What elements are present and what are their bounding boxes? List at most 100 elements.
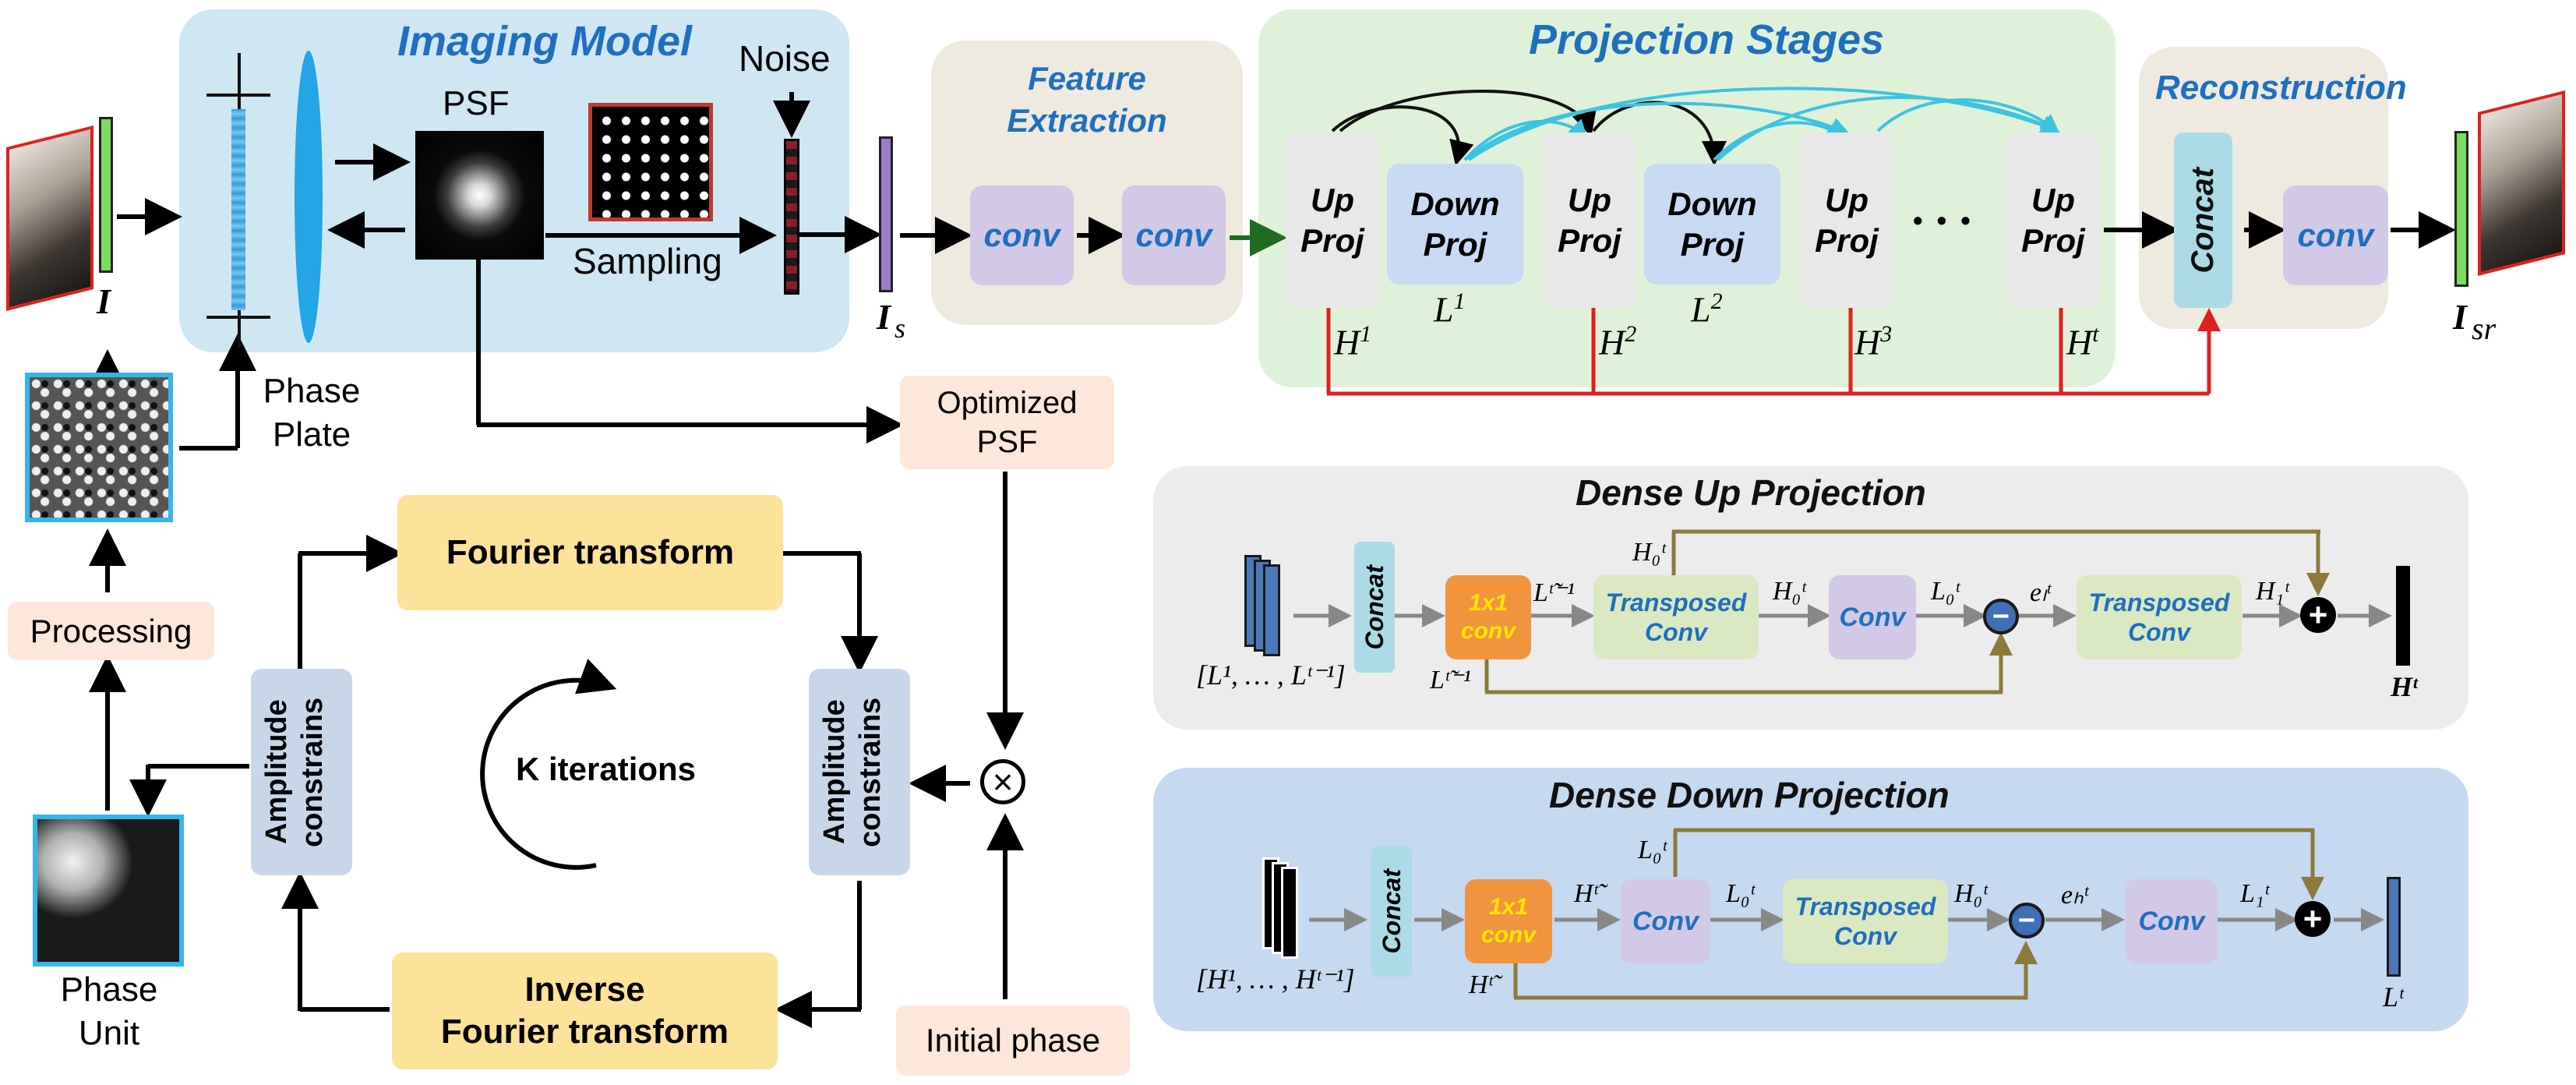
dense-down-lbl-htilde-bottom: Hᵗ̃ <box>1469 970 1493 999</box>
h1-label: H1 <box>1334 321 1371 362</box>
dense-down-lbl-eh: eₕᵗ <box>2061 881 2088 910</box>
feature-title-line1: Feature <box>1028 59 1146 97</box>
dense-down-transposed-line1: Transposed <box>1794 892 1936 921</box>
phase-plate-surface <box>231 109 245 310</box>
up-proj-2-line1: Up <box>1568 181 1611 218</box>
up-proj-3-line2: Proj <box>1815 221 1879 259</box>
dense-up-output-label: Hᵗ <box>2391 671 2418 702</box>
amplitude-constrains-right-box: Amplitude constrains <box>809 669 910 875</box>
down-proj-2-line1: Down <box>1667 185 1757 222</box>
dense-down-1x1conv-box: 1x1 conv <box>1465 879 1552 963</box>
phase-unit-line1: Phase <box>60 970 158 1009</box>
dense-down-input-label: [H¹, … , Hᵗ⁻¹] <box>1196 963 1355 995</box>
amplitude-left-label: Amplitude constrains <box>260 697 329 847</box>
dense-up-lbl-h1: H₁ᵗ <box>2256 577 2289 606</box>
dense-down-plus-icon: + <box>2295 901 2331 937</box>
sampling-grid-image <box>588 103 713 221</box>
up-proj-t-box: Up Proj <box>2006 133 2100 308</box>
up-proj-t-line1: Up <box>2031 181 2075 218</box>
up-proj-1-line1: Up <box>1311 181 1354 218</box>
inverse-fourier-line2: Fourier transform <box>440 1013 729 1051</box>
feature-title-line2: Extraction <box>1007 101 1167 139</box>
sampling-label: Sampling <box>573 241 722 281</box>
dense-up-output-bar <box>2396 566 2410 666</box>
up-proj-1-line2: Proj <box>1300 221 1364 259</box>
l1-sup: 1 <box>1453 288 1466 314</box>
amplitude-constrains-left-box: Amplitude constrains <box>251 669 352 875</box>
dense-down-lbl-l0-mid: L₀ᵗ <box>1726 879 1755 908</box>
phase-plate-cap-bottom <box>206 316 270 319</box>
recon-concat-label: Concat <box>2186 167 2220 274</box>
ht-main: H <box>2066 322 2093 362</box>
h1-sup: 1 <box>1360 321 1372 347</box>
phase-unit-label: Phase Unit <box>31 965 187 1058</box>
fe-conv2-box: conv <box>1122 186 1226 285</box>
dense-down-lbl-h0: H₀ᵗ <box>1954 879 1988 908</box>
is-label-sub: s <box>895 313 906 344</box>
dense-up-1x1-line2: conv <box>1460 618 1516 644</box>
up-proj-1-box: Up Proj <box>1286 133 1379 308</box>
dense-up-1x1-line1: 1x1 <box>1468 590 1509 616</box>
input-label: I <box>97 281 111 321</box>
phase-unit-line2: Unit <box>78 1014 140 1052</box>
phase-plate-pattern-image <box>25 373 173 522</box>
h2-main: H <box>1599 322 1625 362</box>
dense-up-concat-label: Concat <box>1360 564 1389 650</box>
recon-concat-box: Concat <box>2174 133 2232 308</box>
dense-down-1x1-line1: 1x1 <box>1488 894 1529 920</box>
isr-feature-bar <box>2454 131 2468 287</box>
fe-conv1-box: conv <box>970 186 1074 285</box>
l1-main: L <box>1434 289 1454 330</box>
dense-up-conv-box: Conv <box>1829 575 1916 659</box>
dense-down-title: Dense Down Projection <box>1549 775 1950 815</box>
dense-down-conv1-box: Conv <box>1621 879 1710 963</box>
reconstruction-title: Reconstruction <box>2155 69 2407 107</box>
down-proj-2-line2: Proj <box>1680 225 1745 263</box>
ht-sup: t <box>2092 321 2099 347</box>
up-proj-t-line2: Proj <box>2021 221 2085 259</box>
ht-label: Ht <box>2066 321 2099 362</box>
k-iterations-label: K iterations <box>516 751 697 787</box>
dense-up-transposed1-line1: Transposed <box>1605 588 1747 617</box>
h3-main: H <box>1854 322 1881 362</box>
up-proj-2-box: Up Proj <box>1543 133 1636 308</box>
input-feature-bar <box>99 117 113 273</box>
h2-label: H2 <box>1599 321 1636 362</box>
dense-down-conv2-box: Conv <box>2126 879 2218 963</box>
lens-shape <box>295 51 323 343</box>
psf-label: PSF <box>443 84 510 122</box>
is-label-main: I <box>877 297 891 337</box>
l2-main: L <box>1691 289 1711 330</box>
dense-down-concat-box: Concat <box>1371 846 1412 977</box>
dense-down-lbl-htilde-top: Hᵗ̃ <box>1574 879 1598 908</box>
phase-plate-label: Phase Plate <box>234 366 390 460</box>
dense-up-lbl-l0: L₀ᵗ <box>1931 577 1960 606</box>
down-proj-1-box: Down Proj <box>1387 164 1523 285</box>
dense-down-transposed-line2: Conv <box>1834 922 1897 950</box>
up-proj-3-line1: Up <box>1825 181 1868 218</box>
dense-up-transposed1-box: Transposed Conv <box>1593 575 1759 659</box>
phase-plate-cap-top <box>206 94 270 97</box>
dense-down-1x1-line2: conv <box>1480 922 1537 948</box>
l2-sup: 2 <box>1710 288 1723 314</box>
dense-up-concat-box: Concat <box>1354 542 1395 673</box>
dense-connections-cyan <box>1463 87 2060 161</box>
dense-up-lbl-ltilde-top: Lᵗ̃⁻¹ <box>1533 578 1575 607</box>
k-iterations-loop-arrow <box>480 659 617 870</box>
noise-bar <box>784 139 799 295</box>
inverse-fourier-line1: Inverse <box>524 970 645 1009</box>
dense-down-output-bar <box>2387 877 2401 977</box>
h2-sup: 2 <box>1625 321 1637 347</box>
einstein-input-image <box>6 125 94 311</box>
down-proj-1-line1: Down <box>1410 185 1500 222</box>
up-proj-3-box: Up Proj <box>1800 133 1893 308</box>
recon-conv-box: conv <box>2283 186 2388 285</box>
dense-down-minus-icon: − <box>2009 903 2045 938</box>
dense-down-input-stack <box>1262 857 1309 959</box>
l1-label: L1 <box>1434 288 1466 330</box>
multiply-icon: × <box>980 759 1025 804</box>
dense-up-lbl-h0-top: H₀ᵗ <box>1632 538 1666 567</box>
h3-label: H3 <box>1854 321 1892 362</box>
projection-ellipsis: • • • <box>1913 204 1974 236</box>
